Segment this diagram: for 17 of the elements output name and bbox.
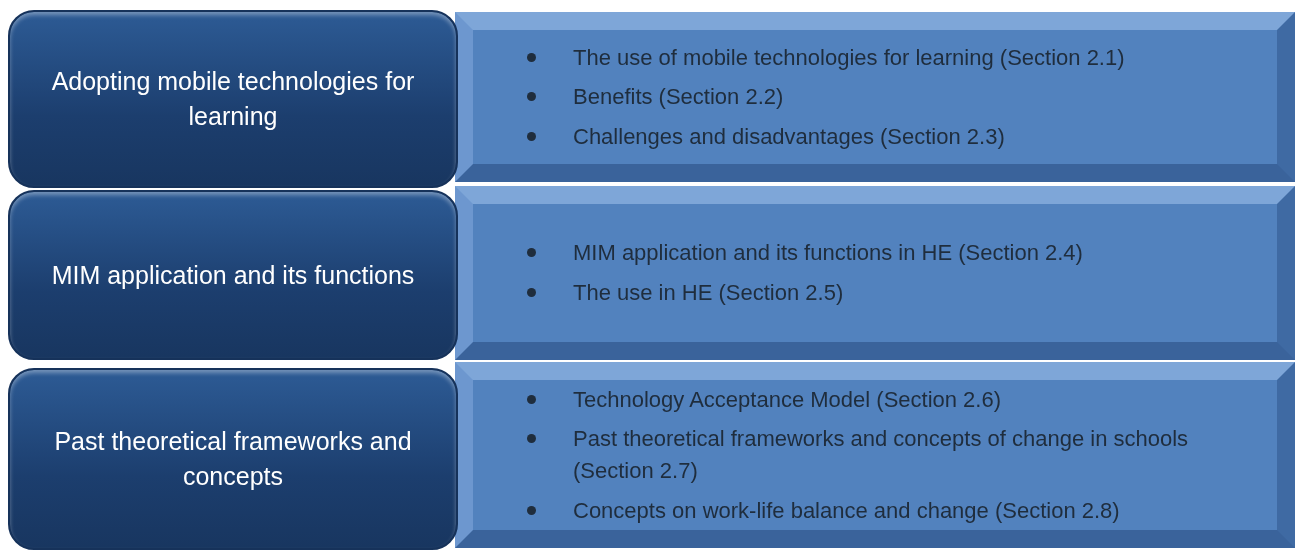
- bullet-item: The use of mobile technologies for learning (Section 2.1): [573, 44, 1125, 70]
- category-box: [8, 10, 458, 188]
- bullet-item: The use in HE (Section 2.5): [573, 280, 844, 305]
- category-box: [8, 368, 458, 550]
- topic-panel: [455, 12, 1295, 182]
- bullet-item: Challenges and disadvantages (Section 2.3): [573, 123, 1005, 149]
- bullet-item: Past theoretical frameworks and concepts of change in schools (Section 2.7): [573, 426, 1189, 483]
- category-label: Adopting mobile technologies for learning: [50, 66, 416, 132]
- bullet-item: MIM application and its functions in HE (Section 2.4): [573, 240, 1083, 266]
- topic-panel: [455, 362, 1295, 548]
- topic-panel: [455, 186, 1295, 360]
- category-label: MIM application and its functions: [51, 259, 415, 291]
- bullet-item: Concepts on work-life balance and change (Section 2.8): [573, 497, 1120, 523]
- bullet-item: Benefits (Section 2.2): [573, 84, 784, 110]
- category-label: Past theoretical frameworks and concepts: [53, 426, 413, 492]
- bullet-item: Technology Acceptance Model (Section 2.6): [573, 386, 1002, 412]
- category-box: [8, 190, 458, 360]
